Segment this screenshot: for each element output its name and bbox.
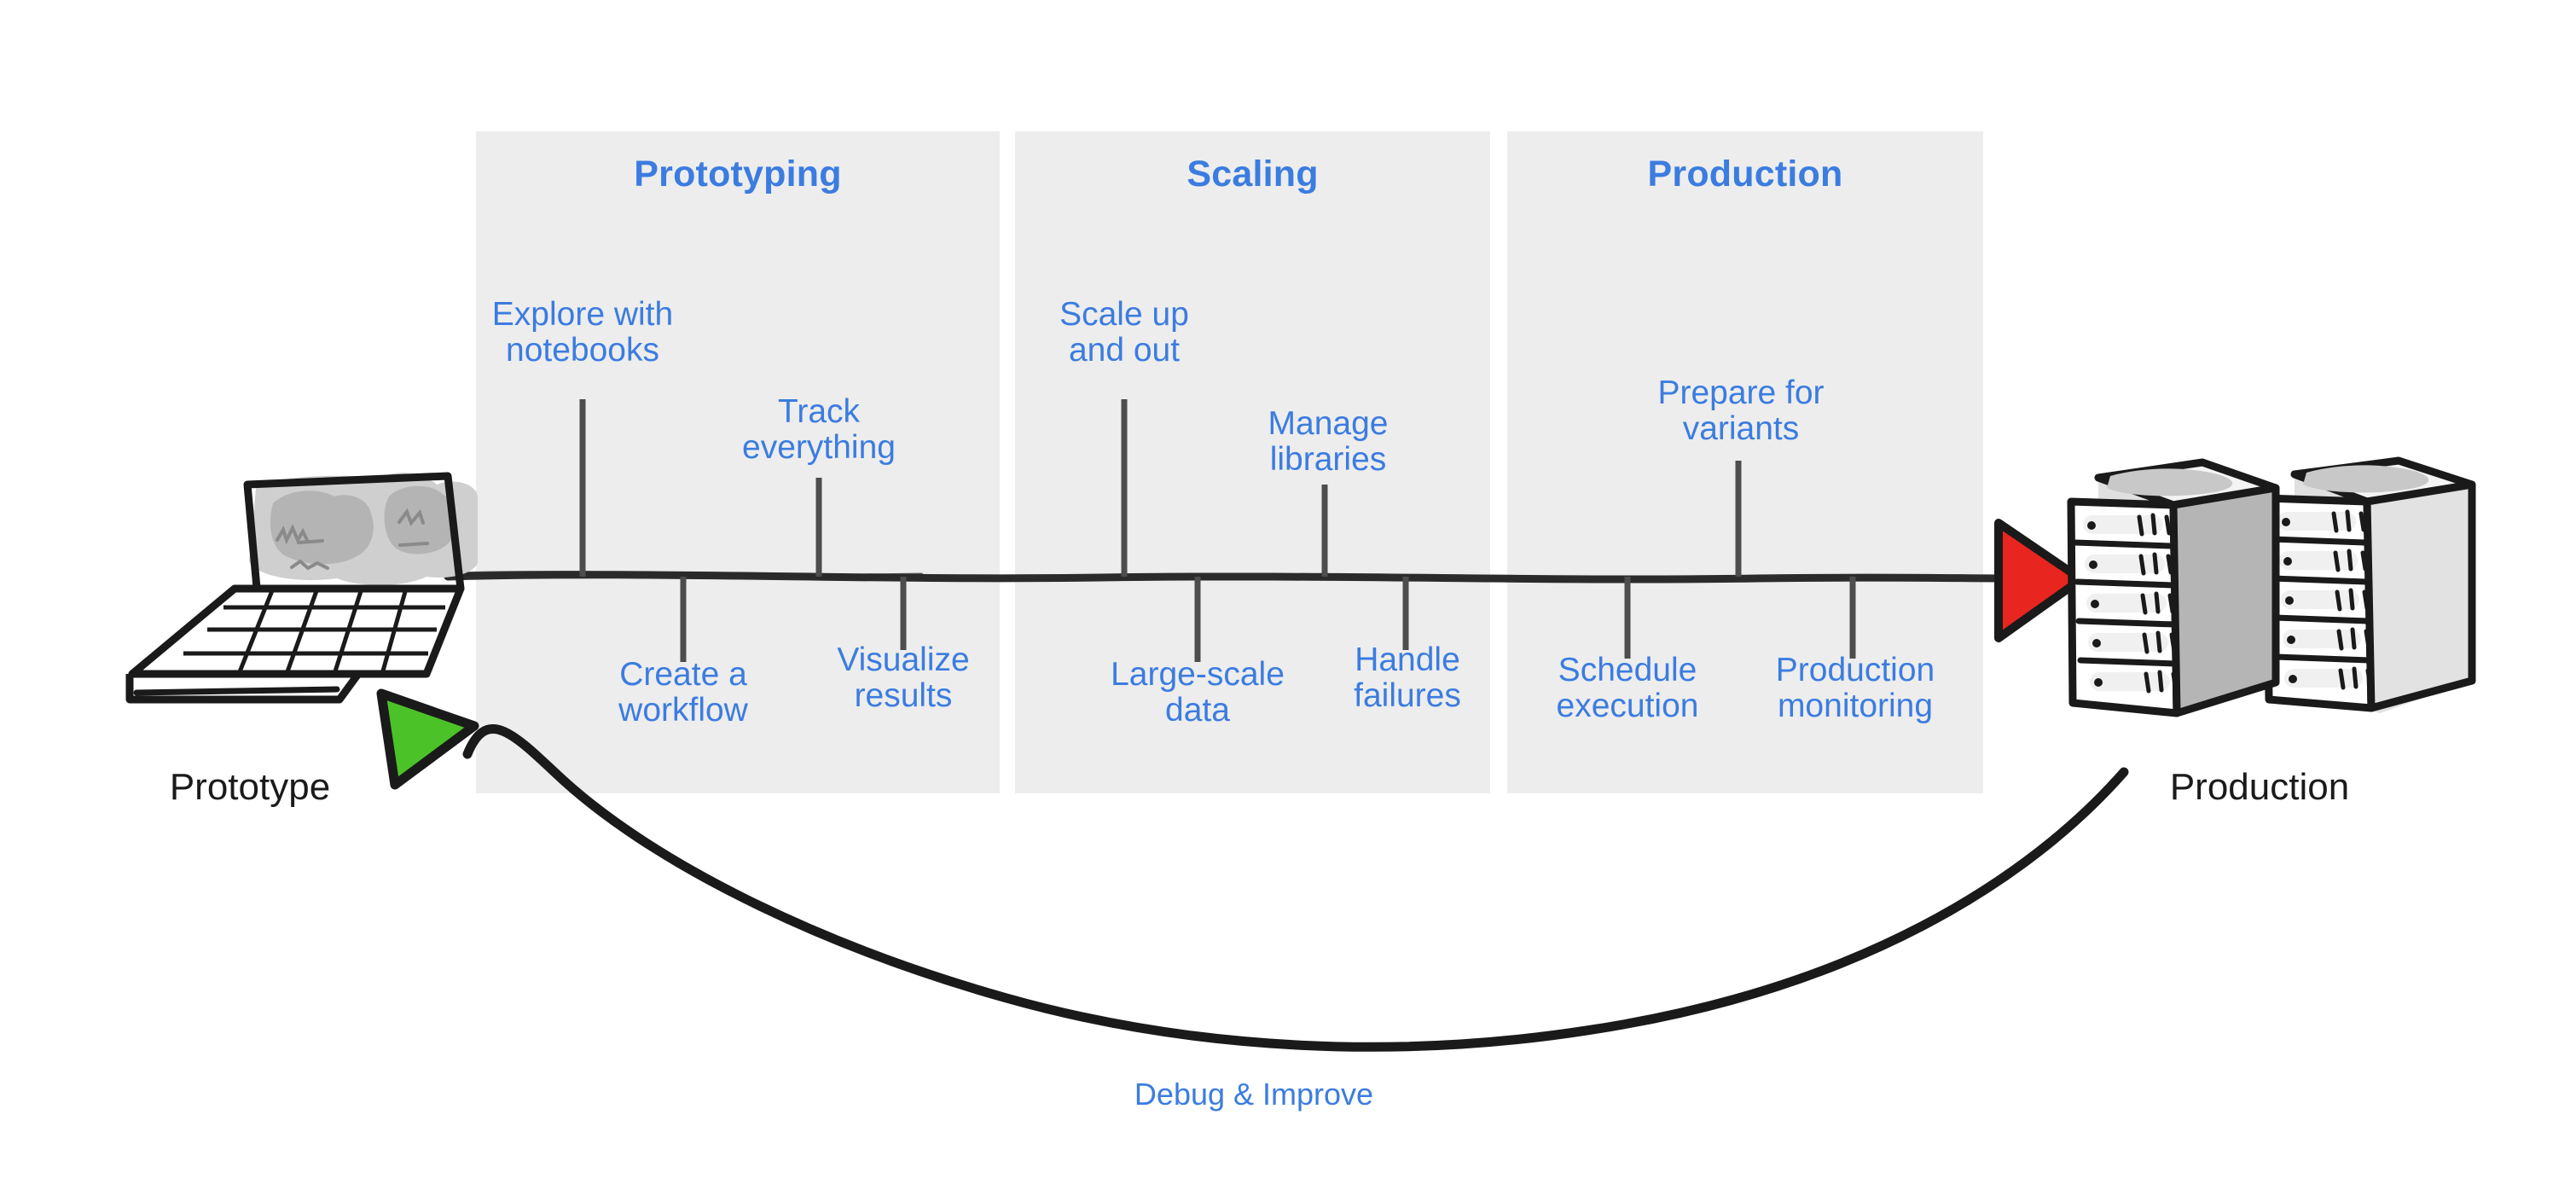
endpoint-caption-prototype: Prototype — [169, 766, 331, 808]
stage-panel-scaling: Scaling — [1015, 131, 1490, 793]
milestone-ticks-prototyping — [579, 399, 907, 662]
feedback-loop-caption: Debug & Improve — [1134, 1077, 1374, 1112]
milestone-label-scale-up-and-out: Scale up and out — [1059, 296, 1189, 369]
stage-panel-prototyping: Prototyping — [476, 131, 1000, 793]
milestone-label-visualize-results: Visualize results — [837, 642, 970, 715]
stage-panel-production: Production — [1507, 131, 1983, 793]
feedback-loop-curve — [462, 724, 2129, 1052]
milestone-label-large-scale-data: Large-scale data — [1111, 656, 1285, 729]
flow-arrowhead-red-icon — [1994, 519, 2086, 642]
milestone-ticks-production — [1624, 461, 1856, 659]
stage-title-prototyping: Prototyping — [634, 154, 842, 194]
milestone-label-track-everything: Track everything — [742, 393, 896, 467]
milestone-label-handle-failures: Handle failures — [1354, 642, 1461, 715]
milestone-label-production-monitoring: Production monitoring — [1775, 652, 1935, 725]
stage-title-scaling: Scaling — [1186, 154, 1319, 194]
laptop-icon — [125, 472, 478, 704]
milestone-label-create-a-workflow: Create a workflow — [618, 656, 748, 729]
endpoint-caption-production: Production — [2169, 766, 2350, 808]
milestone-label-manage-libraries: Manage libraries — [1268, 405, 1389, 479]
milestone-label-schedule-execution: Schedule execution — [1556, 652, 1699, 725]
milestone-ticks-scaling — [1121, 399, 1409, 662]
milestone-label-explore-with-notebooks: Explore with notebooks — [491, 296, 674, 369]
milestone-label-prepare-for-variants: Prepare for variants — [1657, 374, 1825, 448]
stage-title-production: Production — [1647, 154, 1843, 194]
feedback-arrowhead-green-icon — [376, 688, 479, 790]
server-rack-icon — [2067, 456, 2476, 717]
main-timeline-axis — [444, 571, 2010, 583]
